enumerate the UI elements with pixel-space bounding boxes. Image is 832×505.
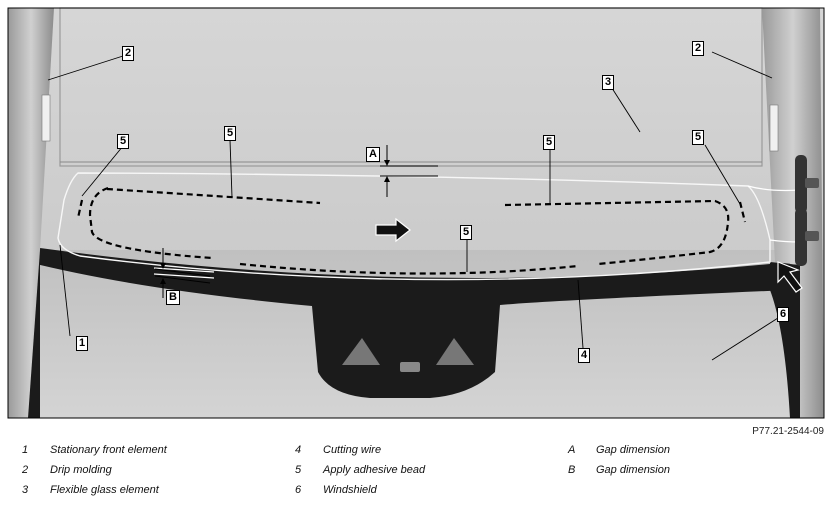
diagram-svg — [7, 7, 825, 419]
adhesive-bead-bottom — [239, 262, 579, 275]
leader-2-left — [47, 55, 124, 81]
legend-key: 4 — [295, 444, 302, 456]
cutting-wire-left-2 — [153, 273, 215, 279]
callout-5e: 5 — [460, 225, 473, 240]
right-frame — [770, 262, 800, 418]
legend-item: 2 Drip molding — [22, 464, 167, 484]
right-clip — [769, 104, 779, 152]
legend-key: A — [568, 444, 576, 456]
windshield-diagram: 2 2 3 5 5 5 5 5 A B 1 4 6 — [7, 7, 825, 419]
leader-1 — [59, 244, 71, 337]
wire-handle-grip-upper — [805, 178, 819, 188]
cutting-wire-left — [153, 267, 215, 273]
leader-6 — [711, 317, 779, 361]
callout-1: 1 — [76, 336, 89, 351]
windshield-frame — [28, 248, 790, 398]
wire-handles — [795, 155, 819, 266]
legend-label: Stationary front element — [50, 444, 167, 456]
figure-border — [7, 7, 825, 419]
leader-3 — [609, 84, 641, 133]
leader-5d — [704, 144, 741, 205]
wire-handle-lower — [795, 208, 807, 266]
legend-label: Flexible glass element — [50, 484, 159, 496]
leader-4 — [577, 279, 584, 349]
legend-item: 5 Apply adhesive bead — [295, 464, 425, 484]
leader-5b — [229, 139, 233, 198]
adhesive-bead-left — [88, 186, 213, 260]
legend-key: 1 — [22, 444, 29, 456]
callout-5c: 5 — [543, 135, 556, 150]
callout-3: 3 — [602, 75, 615, 90]
legend-item: 4 Cutting wire — [295, 444, 425, 464]
legend-key: 2 — [22, 464, 29, 476]
adhesive-bead-left-edge — [76, 199, 84, 219]
legend-column-3: A Gap dimension B Gap dimension — [568, 444, 670, 484]
callout-2-left: 2 — [122, 46, 135, 61]
legend-label: Gap dimension — [596, 464, 670, 476]
callout-4: 4 — [578, 348, 591, 363]
adhesive-bead-right-edge — [738, 201, 747, 223]
legend-column-2: 4 Cutting wire 5 Apply adhesive bead 6 Wind… — [295, 444, 425, 504]
legend-label: Windshield — [323, 484, 377, 496]
callout-5b: 5 — [224, 126, 237, 141]
legend-label: Cutting wire — [323, 444, 382, 456]
wire-handle-upper — [795, 155, 807, 213]
legend-label: Gap dimension — [596, 444, 670, 456]
callout-2-right: 2 — [692, 41, 705, 56]
leader-lines — [47, 51, 779, 361]
legend-key: 5 — [295, 464, 302, 476]
figure-id: P77.21-2544-09 — [752, 426, 824, 437]
legend-item: 1 Stationary front element — [22, 444, 167, 464]
left-clip — [41, 94, 51, 142]
legend-key: 6 — [295, 484, 302, 496]
mirror-mount-right — [436, 338, 474, 365]
legend-item: B Gap dimension — [568, 464, 670, 484]
gap-dimension-a — [380, 145, 438, 197]
legend-label: Drip molding — [50, 464, 112, 476]
adhesive-bead-right — [504, 199, 730, 266]
legend-key: B — [568, 464, 576, 476]
gap-dimension-b — [154, 248, 211, 298]
leader-2-right — [711, 51, 773, 79]
pull-arrow-icon — [777, 261, 803, 293]
legend-item: 6 Windshield — [295, 484, 425, 504]
legend-label: Apply adhesive bead — [323, 464, 426, 476]
legend-key: 3 — [22, 484, 29, 496]
callout-5a: 5 — [117, 134, 130, 149]
flexible-glass-outline — [57, 172, 771, 281]
adhesive-beads — [76, 186, 747, 275]
callout-6: 6 — [777, 307, 790, 322]
callout-a: A — [366, 147, 380, 162]
sensor-housing — [400, 362, 420, 372]
callout-5d: 5 — [692, 130, 705, 145]
wire-handle-grip-lower — [805, 231, 819, 241]
adhesive-bead-top-left — [106, 187, 321, 205]
legend-item: 3 Flexible glass element — [22, 484, 167, 504]
legend-item: A Gap dimension — [568, 444, 670, 464]
mirror-mount-left — [342, 338, 380, 365]
callout-b: B — [166, 290, 180, 305]
direction-arrow-icon — [375, 217, 411, 243]
leader-5a — [81, 145, 124, 197]
